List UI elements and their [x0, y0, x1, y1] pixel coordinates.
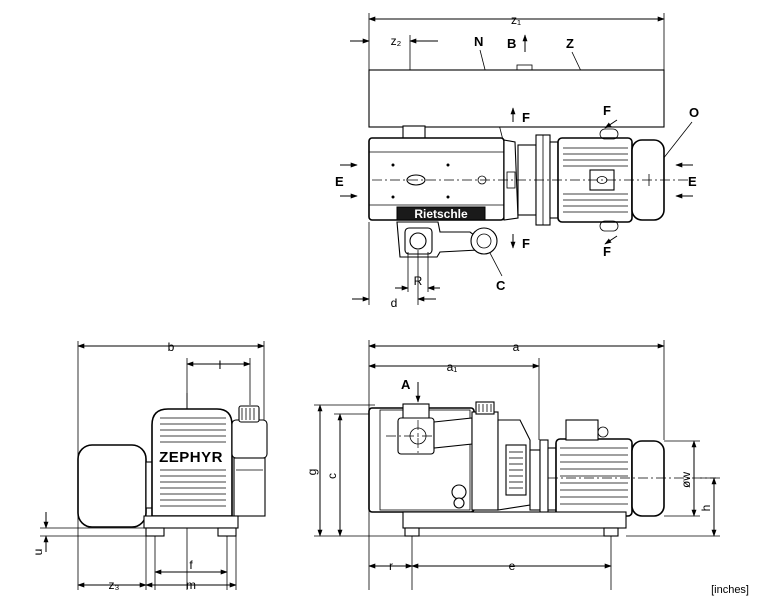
marker-n: N: [474, 34, 483, 49]
m-label: m: [186, 578, 196, 592]
d-dim-label: d: [391, 296, 398, 310]
marker-o: O: [689, 105, 699, 120]
marker-f-3: F: [522, 236, 530, 251]
nameplate-text: Rietschle: [414, 207, 468, 221]
marker-c: C: [496, 278, 506, 293]
g-label: g: [305, 469, 319, 476]
motor-side: [77, 444, 147, 528]
marker-e-right: E: [688, 174, 697, 189]
u-label: u: [31, 549, 45, 556]
marker-e-left: E: [335, 174, 344, 189]
marker-a: A: [401, 377, 411, 392]
front-view: a a₁ A g c: [305, 340, 720, 590]
b-label: b: [168, 340, 175, 354]
motor-front: [555, 438, 633, 517]
h-label: h: [699, 505, 713, 512]
z3-label: z₃: [109, 578, 120, 592]
f-label: f: [189, 558, 193, 572]
motor-fan-cover-front: [631, 440, 665, 517]
l-label: l: [219, 358, 222, 372]
marker-f-1: F: [522, 110, 530, 125]
e-label: e: [509, 559, 516, 573]
a1-label: a₁: [447, 360, 458, 374]
zephyr-brand: ZEPHYR: [159, 449, 223, 466]
silencer-box: [368, 69, 665, 128]
marker-f-2: F: [603, 103, 611, 118]
units-note: [inches]: [711, 584, 749, 596]
z2-label: z₂: [391, 34, 402, 48]
side-view: b l ZEPHYR: [31, 340, 268, 592]
marker-b: B: [507, 36, 516, 51]
marker-z: Z: [566, 36, 574, 51]
z1-label: z₁: [511, 13, 521, 27]
marker-f-4: F: [603, 244, 611, 259]
w-label: øw: [679, 472, 693, 488]
r-label: r: [389, 559, 393, 573]
c-label: c: [325, 473, 339, 479]
top-view: z₁ z₂ B N Z F F O: [335, 13, 699, 310]
a-label: a: [513, 340, 520, 354]
